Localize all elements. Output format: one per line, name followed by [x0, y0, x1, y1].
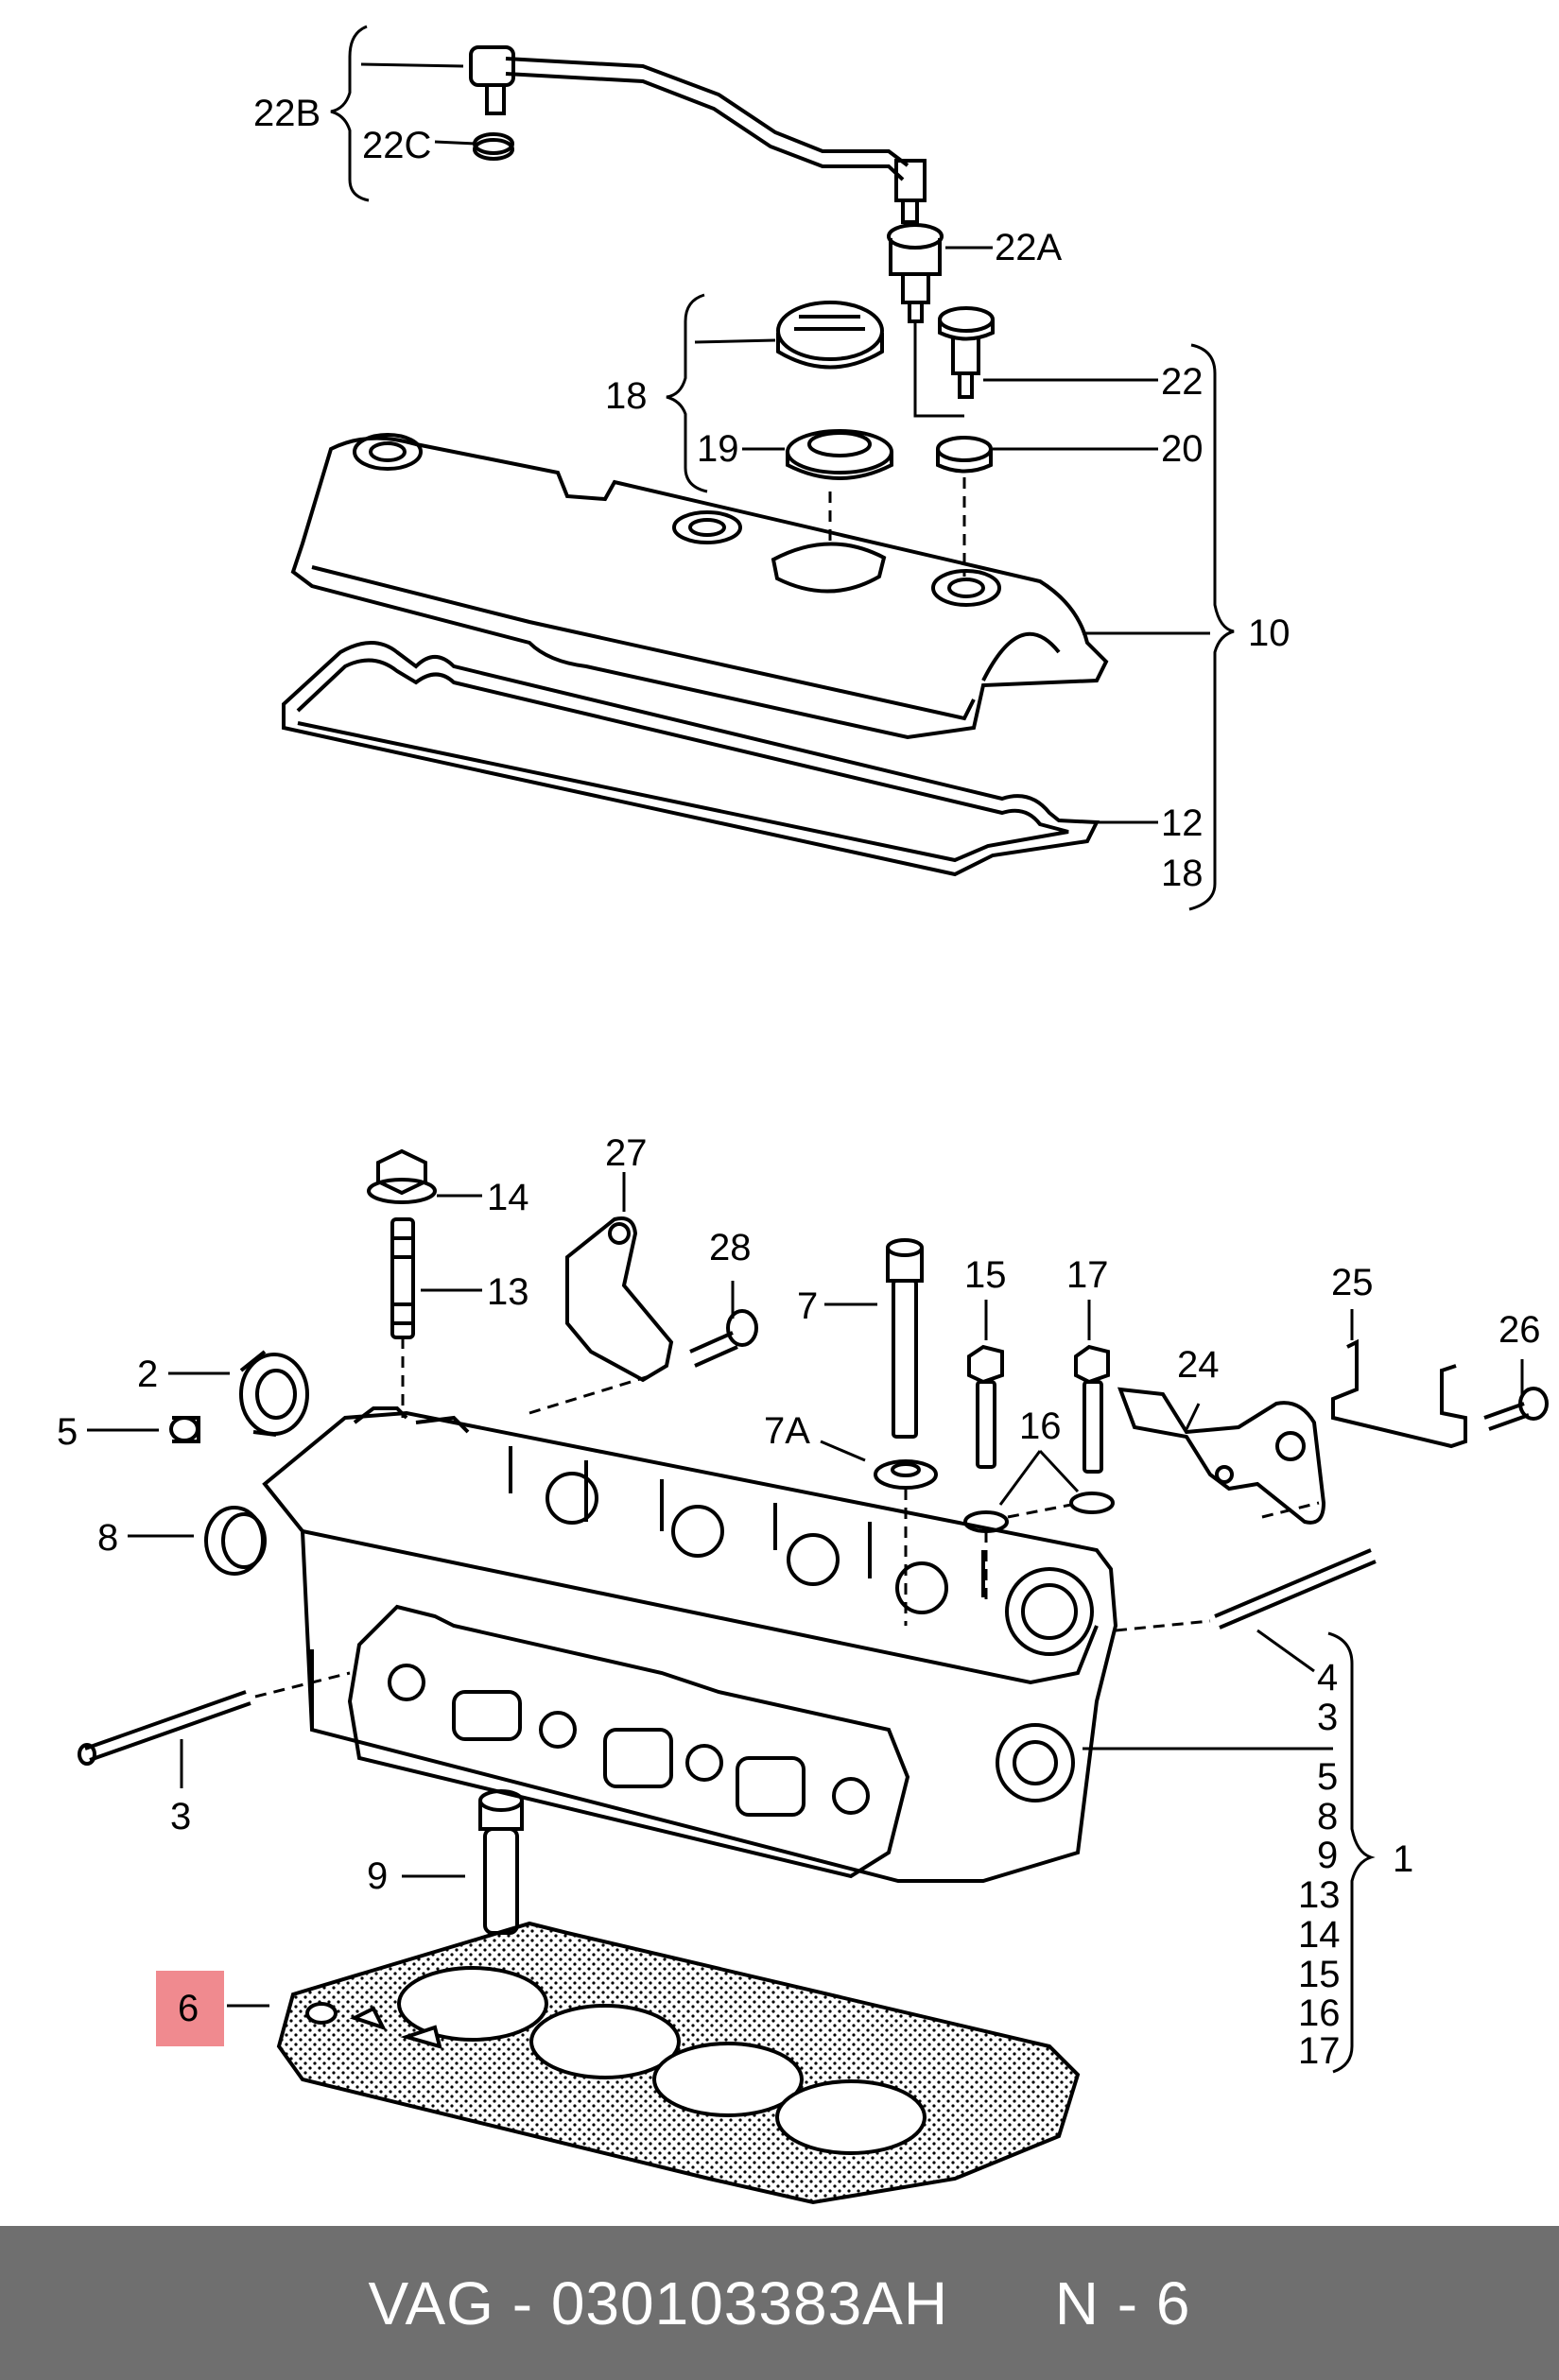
sleeve-5 [169, 1416, 200, 1443]
callout-labels: 22B 22C 22A 18 19 22 20 10 12 18 27 14 1… [57, 93, 1541, 2072]
callout-4[interactable]: 4 [1317, 1657, 1338, 1699]
bracket-27 [528, 1216, 674, 1415]
part-number: 030103383AH [550, 2268, 949, 2337]
stud-3-right [1115, 1548, 1377, 1632]
bolt-15 [963, 1344, 1009, 1607]
callout-16[interactable]: 16 [1019, 1406, 1062, 1447]
callout-22[interactable]: 22 [1161, 361, 1204, 403]
callout-13-list[interactable]: 13 [1298, 1874, 1341, 1916]
callout-6[interactable]: 6 [178, 1988, 199, 2029]
bearing-2 [239, 1350, 309, 1437]
callout-28[interactable]: 28 [709, 1227, 752, 1268]
callout-1[interactable]: 1 [1393, 1838, 1413, 1880]
brand-label: VAG [368, 2268, 494, 2337]
valve-cover [290, 433, 1109, 740]
spacer [948, 2268, 1055, 2338]
plug-8 [204, 1506, 267, 1576]
callout-8-list[interactable]: 8 [1317, 1796, 1338, 1837]
position-label: N - 6 [1054, 2268, 1191, 2337]
separator: - [494, 2268, 551, 2337]
callout-9-guide[interactable]: 9 [367, 1855, 388, 1897]
callout-22A[interactable]: 22A [995, 227, 1062, 268]
callout-18-gasket[interactable]: 18 [1161, 853, 1204, 894]
callout-17-list[interactable]: 17 [1298, 2030, 1341, 2072]
callout-5-list[interactable]: 5 [1317, 1756, 1338, 1798]
nut-14 [367, 1148, 437, 1204]
callout-3-left[interactable]: 3 [170, 1796, 191, 1837]
callout-10[interactable]: 10 [1248, 612, 1291, 654]
stud-13 [390, 1217, 415, 1418]
bolt-28 [689, 1309, 758, 1368]
callout-7A[interactable]: 7A [764, 1410, 810, 1452]
callout-8-plug[interactable]: 8 [97, 1517, 118, 1559]
callout-15[interactable]: 15 [964, 1254, 1007, 1296]
callout-19[interactable]: 19 [697, 428, 739, 470]
breather-hose [469, 45, 927, 224]
oil-filler-cap [776, 301, 893, 548]
callout-22B[interactable]: 22B [253, 93, 320, 134]
callout-12[interactable]: 12 [1161, 802, 1204, 844]
callout-2[interactable]: 2 [137, 1354, 158, 1395]
valve-cover-gasket [282, 641, 1100, 877]
parts-diagram: 22B 22C 22A 18 19 22 20 10 12 18 27 14 1… [57, 25, 1549, 2205]
callout-14[interactable]: 14 [487, 1177, 529, 1218]
part-info-bar: VAG - 030103383AH N - 6 [0, 2226, 1559, 2380]
callout-17[interactable]: 17 [1066, 1254, 1109, 1296]
callout-14-list[interactable]: 14 [1298, 1914, 1341, 1956]
bracket-24 [1117, 1387, 1326, 1525]
callout-7[interactable]: 7 [797, 1285, 818, 1327]
callout-26[interactable]: 26 [1498, 1309, 1541, 1351]
callout-15-list[interactable]: 15 [1298, 1954, 1341, 1995]
valve-guide-9 [478, 1789, 524, 1935]
head-gasket [276, 1921, 1081, 2205]
callout-27[interactable]: 27 [605, 1132, 648, 1174]
bolt-7 [874, 1238, 938, 1626]
callout-13[interactable]: 13 [487, 1271, 529, 1313]
stud-3-left [78, 1671, 351, 1766]
callout-18-filler[interactable]: 18 [605, 375, 648, 417]
breather-valve-22a [887, 223, 964, 418]
callout-20[interactable]: 20 [1161, 428, 1204, 470]
callout-22C[interactable]: 22C [362, 125, 431, 166]
callout-9-list[interactable]: 9 [1317, 1835, 1338, 1876]
callout-16-list[interactable]: 16 [1298, 1992, 1341, 2034]
callout-24[interactable]: 24 [1177, 1344, 1220, 1386]
bolt-26 [1483, 1387, 1549, 1431]
clamp-25 [1261, 1338, 1467, 1519]
bolt-17 [1007, 1344, 1115, 1519]
callout-3-right[interactable]: 3 [1317, 1697, 1338, 1738]
callout-6-highlight [156, 1971, 224, 2046]
cover-bolt-22 [936, 306, 995, 577]
cylinder-head [262, 1406, 1118, 1883]
callout-5-sleeve[interactable]: 5 [57, 1411, 78, 1453]
callout-25[interactable]: 25 [1331, 1262, 1374, 1303]
intake-manifold-face [347, 1604, 910, 1879]
